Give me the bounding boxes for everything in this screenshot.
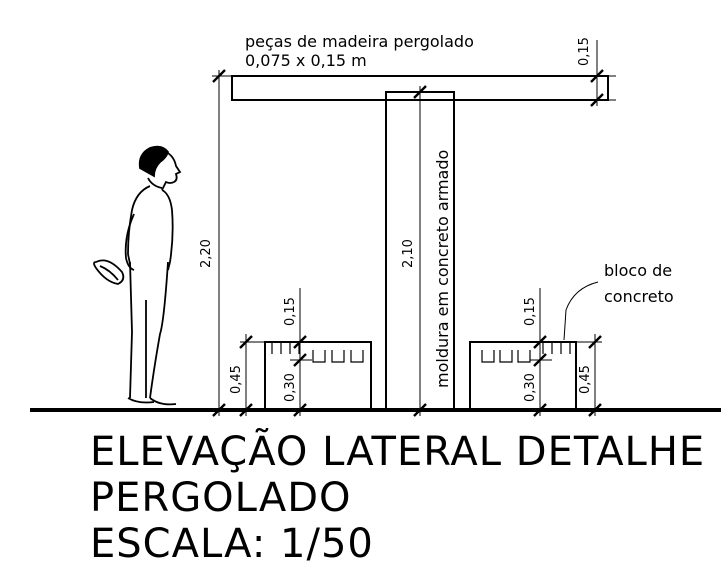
timber-label-line1: peças de madeira pergolado [245, 32, 474, 51]
dim-left-block-top: 0,15 [283, 297, 298, 326]
dim-beam-thickness: 0,15 [577, 37, 592, 66]
title-line3: ESCALA: 1/50 [90, 521, 374, 567]
title-line2: PERGOLADO [90, 475, 352, 521]
frame-label: moldura em concreto armado [433, 150, 452, 388]
dim-left-block-height: 0,45 [229, 365, 244, 394]
right-concrete-block [469, 341, 577, 411]
dimension-ticks [212, 69, 604, 417]
dim-column-height: 2,10 [401, 239, 416, 268]
dim-right-block-top: 0,15 [523, 297, 538, 326]
dim-left-block-inner: 0,30 [283, 373, 298, 402]
dim-right-block-height: 0,45 [578, 365, 593, 394]
block-label-line1: bloco de [604, 261, 672, 280]
dim-right-block-inner: 0,30 [523, 373, 538, 402]
title-line1: ELEVAÇÃO LATERAL DETALHE [90, 427, 705, 475]
left-concrete-block [264, 341, 372, 411]
block-label-line2: concreto [604, 287, 674, 306]
human-scale-figure [93, 145, 182, 406]
dim-total-height: 2,20 [199, 239, 214, 268]
timber-label-line2: 0,075 x 0,15 m [245, 51, 367, 70]
